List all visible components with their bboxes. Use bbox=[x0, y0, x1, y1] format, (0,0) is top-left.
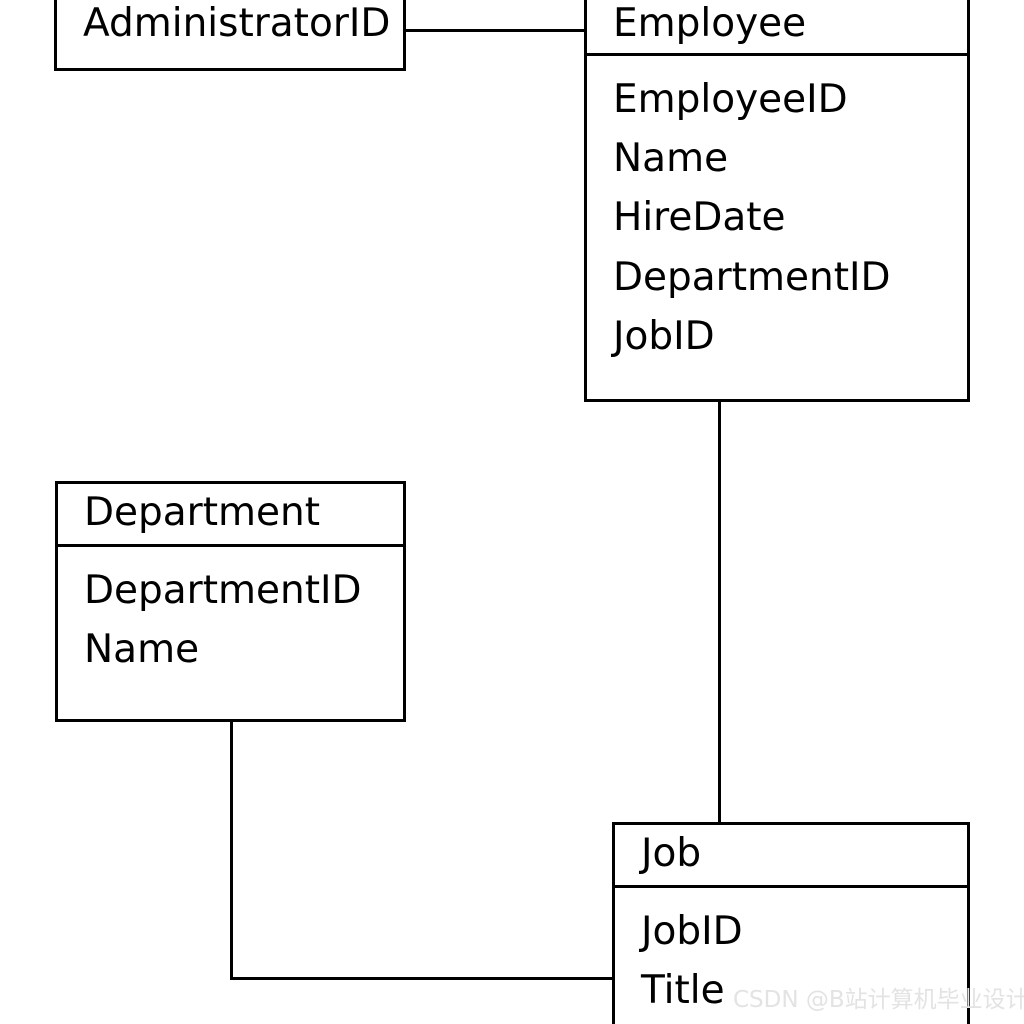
connector-department-job-horizontal bbox=[230, 977, 615, 980]
entity-job-attributes: JobID Title bbox=[615, 888, 967, 1024]
entity-department-title: Department bbox=[58, 484, 403, 547]
attribute-row: JobID bbox=[613, 313, 715, 359]
connector-employee-job bbox=[718, 400, 721, 824]
attribute-row: Name bbox=[613, 136, 729, 182]
entity-administrator[interactable]: AdministratorID bbox=[54, 0, 406, 71]
connector-administrator-employee bbox=[403, 29, 587, 32]
attribute-row: DepartmentID bbox=[613, 254, 891, 300]
attribute-row: EmployeeID bbox=[613, 76, 848, 122]
attribute-row: Name bbox=[84, 627, 200, 673]
entity-employee-attributes: EmployeeID Name HireDate DepartmentID Jo… bbox=[587, 56, 967, 376]
entity-department[interactable]: Department DepartmentID Name bbox=[55, 481, 406, 722]
entity-employee[interactable]: Employee EmployeeID Name HireDate Depart… bbox=[584, 0, 970, 402]
connector-department-job-vertical bbox=[230, 719, 233, 980]
attribute-row: HireDate bbox=[613, 195, 786, 241]
attribute-row: JobID bbox=[641, 908, 743, 954]
entity-administrator-title: AdministratorID bbox=[83, 1, 391, 46]
entity-department-attributes: DepartmentID Name bbox=[58, 547, 403, 690]
entity-job[interactable]: Job JobID Title bbox=[612, 822, 970, 1024]
attribute-row: Title bbox=[641, 968, 725, 1014]
entity-job-title: Job bbox=[615, 825, 967, 888]
entity-employee-title: Employee bbox=[587, 0, 967, 56]
attribute-row: DepartmentID bbox=[84, 567, 362, 613]
